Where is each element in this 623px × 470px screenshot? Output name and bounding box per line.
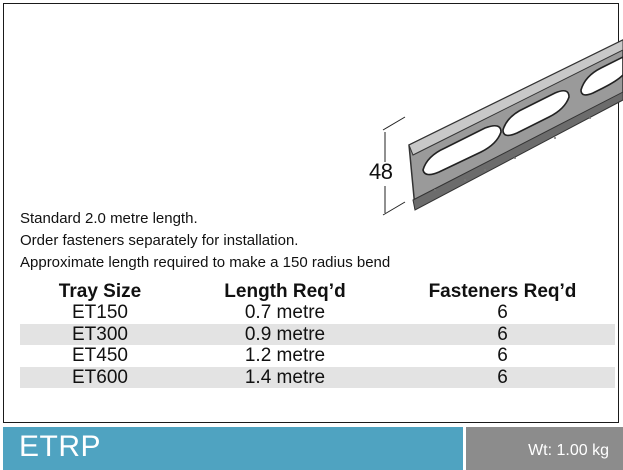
cell-fasteners: 6 xyxy=(390,323,615,345)
note-order-fasteners: Order fasteners separately for installat… xyxy=(20,232,299,249)
cell-length: 0.9 metre xyxy=(180,323,390,345)
header-length-reqd: Length Req’d xyxy=(224,281,346,302)
header-fasteners-reqd: Fasteners Req’d xyxy=(428,281,577,302)
cell-tray-size: ET450 xyxy=(72,345,128,367)
cell-tray-size: ET300 xyxy=(20,323,180,345)
table-row: ET600 1.4 metre 6 xyxy=(20,366,615,388)
note-bend-length: Approximate length required to make a 15… xyxy=(20,254,391,271)
product-weight: Wt: 1.00 kg xyxy=(528,442,609,459)
product-code: ETRP xyxy=(19,430,102,463)
dimension-label: 48 xyxy=(369,159,393,184)
cell-fasteners: 6 xyxy=(497,345,508,367)
cell-length: 0.7 metre xyxy=(244,302,326,324)
cell-length: 1.2 metre xyxy=(244,345,326,367)
cell-length: 1.4 metre xyxy=(180,366,390,388)
table-row: ET450 1.2 metre 6 xyxy=(20,345,615,367)
cell-fasteners: 6 xyxy=(497,302,508,324)
product-card xyxy=(3,3,619,423)
spec-table: Tray Size Length Req’d Fasteners Req’d E… xyxy=(20,281,615,388)
cell-fasteners: 6 xyxy=(390,366,615,388)
slotted-cable-tray-riser-icon xyxy=(382,39,623,216)
table-header-row: Tray Size Length Req’d Fasteners Req’d xyxy=(20,281,615,302)
cell-tray-size: ET600 xyxy=(20,366,180,388)
product-code-banner: ETRP xyxy=(3,427,463,470)
header-tray-size: Tray Size xyxy=(58,281,142,302)
weight-box: Wt: 1.00 kg xyxy=(466,427,623,470)
table-row: ET300 0.9 metre 6 xyxy=(20,323,615,345)
table-row: ET150 0.7 metre 6 xyxy=(20,302,615,324)
note-standard-length: Standard 2.0 metre length. xyxy=(20,210,198,227)
cell-tray-size: ET150 xyxy=(72,302,128,324)
product-notes: Standard 2.0 metre length. Order fastene… xyxy=(20,208,390,274)
